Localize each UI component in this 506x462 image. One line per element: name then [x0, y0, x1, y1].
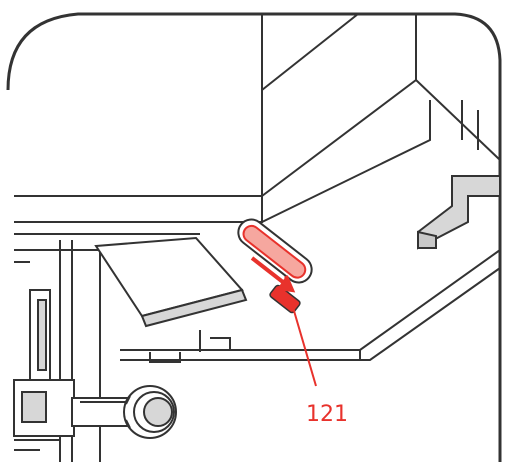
hinged-flap: [94, 236, 248, 363]
slider-slot: [237, 218, 313, 284]
upper-housing: [14, 13, 501, 197]
callout-label-121: 121: [306, 402, 348, 427]
slide-direction-arrow: [250, 256, 296, 293]
adjustment-knob-assembly: [13, 289, 177, 462]
frame-border: [6, 12, 502, 462]
callout-leader-line: [291, 303, 317, 387]
side-bracket: [417, 175, 501, 250]
base-deck: [14, 100, 501, 462]
